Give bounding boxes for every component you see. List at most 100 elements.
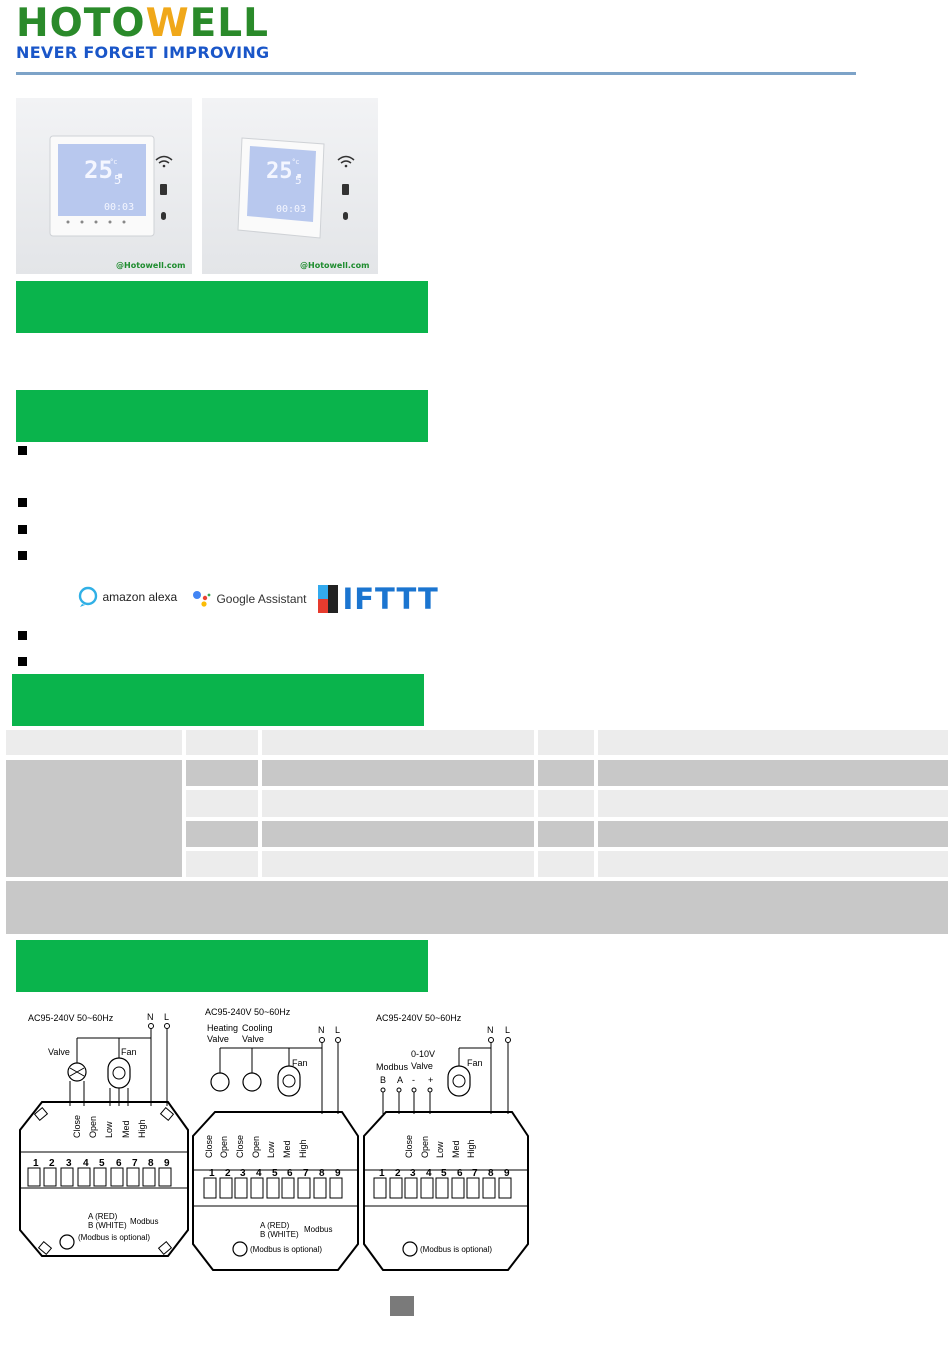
svg-text:Low: Low bbox=[435, 1141, 445, 1158]
page-number-box bbox=[390, 1296, 414, 1316]
svg-text:9: 9 bbox=[504, 1168, 510, 1179]
svg-text:Modbus: Modbus bbox=[130, 1217, 158, 1226]
table-group-cell bbox=[6, 760, 182, 877]
svg-text:B (WHITE): B (WHITE) bbox=[88, 1221, 127, 1230]
svg-text:1: 1 bbox=[33, 1158, 39, 1169]
svg-text:Low: Low bbox=[104, 1121, 114, 1138]
wiring-diagram-3: AC95-240V 50~60Hz N L Modbus 0-10V Valve… bbox=[363, 1013, 529, 1271]
svg-text:Close: Close bbox=[204, 1135, 214, 1158]
bullet-marker bbox=[18, 498, 27, 507]
svg-text:6: 6 bbox=[116, 1158, 122, 1169]
svg-text:3: 3 bbox=[66, 1158, 72, 1169]
svg-text:3: 3 bbox=[410, 1168, 416, 1179]
svg-text:Open: Open bbox=[420, 1136, 430, 1158]
svg-text:A (RED): A (RED) bbox=[260, 1221, 290, 1230]
section-bar-4 bbox=[16, 940, 428, 992]
svg-text:4: 4 bbox=[426, 1168, 432, 1179]
table-header-cell bbox=[538, 730, 594, 755]
table-cell bbox=[538, 851, 594, 877]
table-cell bbox=[186, 851, 258, 877]
svg-text:L: L bbox=[335, 1025, 340, 1035]
ifttt-logo: IFTTT bbox=[318, 582, 439, 616]
svg-text:Med: Med bbox=[451, 1140, 461, 1158]
svg-text:AC95-240V 50~60Hz: AC95-240V 50~60Hz bbox=[28, 1013, 114, 1023]
wiring-diagrams: AC95-240V 50~60Hz N L Valve Fan bbox=[19, 1007, 529, 1271]
svg-text:Med: Med bbox=[282, 1140, 292, 1158]
svg-text:Modbus: Modbus bbox=[376, 1062, 409, 1072]
svg-text:6: 6 bbox=[457, 1168, 463, 1179]
bullet-marker bbox=[18, 525, 27, 534]
photo2-time: 00:03 bbox=[276, 204, 306, 215]
svg-text:3: 3 bbox=[240, 1168, 246, 1179]
svg-text:Heating: Heating bbox=[207, 1023, 238, 1033]
brand-slogan: NEVER FORGET IMPROVING bbox=[16, 43, 270, 62]
table-cell bbox=[262, 790, 534, 817]
table-cell bbox=[538, 821, 594, 847]
svg-text:High: High bbox=[137, 1119, 147, 1138]
svg-text:1: 1 bbox=[379, 1168, 385, 1179]
alexa-ring-icon bbox=[78, 586, 98, 607]
table-cell bbox=[538, 790, 594, 817]
svg-text:L: L bbox=[164, 1012, 169, 1022]
svg-text:+: + bbox=[428, 1075, 433, 1085]
alexa-text: amazon alexa bbox=[102, 590, 178, 604]
svg-text:0-10V: 0-10V bbox=[411, 1049, 435, 1059]
svg-text:B: B bbox=[380, 1075, 386, 1085]
google-assistant-logo: Google Assistant bbox=[192, 589, 307, 609]
svg-text:9: 9 bbox=[164, 1158, 170, 1169]
svg-text:Valve: Valve bbox=[242, 1034, 264, 1044]
svg-text:A (RED): A (RED) bbox=[88, 1212, 118, 1221]
svg-text:Open: Open bbox=[88, 1116, 98, 1138]
svg-text:9: 9 bbox=[335, 1168, 341, 1179]
svg-text:High: High bbox=[466, 1139, 476, 1158]
product-photo-angled: 25. 5 °c 00:03 @Hotowell.com bbox=[202, 98, 378, 274]
svg-text:Fan: Fan bbox=[467, 1058, 483, 1068]
bullet-marker bbox=[18, 551, 27, 560]
photo1-unit: °c bbox=[110, 158, 118, 166]
svg-text:8: 8 bbox=[319, 1168, 325, 1179]
section-bar-2 bbox=[16, 390, 428, 442]
table-cell bbox=[186, 760, 258, 786]
svg-text:5: 5 bbox=[272, 1168, 278, 1179]
svg-text:Open: Open bbox=[251, 1136, 261, 1158]
google-dots-icon bbox=[193, 591, 211, 607]
svg-text:N: N bbox=[318, 1025, 325, 1035]
table-cell bbox=[598, 851, 948, 877]
svg-text:Close: Close bbox=[404, 1135, 414, 1158]
svg-text:B (WHITE): B (WHITE) bbox=[260, 1230, 299, 1239]
svg-text:7: 7 bbox=[132, 1158, 138, 1169]
table-cell bbox=[262, 851, 534, 877]
section-bar-3 bbox=[12, 674, 424, 726]
photo2-watermark: @Hotowell.com bbox=[300, 261, 369, 270]
photo2-temp: 25. bbox=[266, 159, 306, 184]
svg-text:Fan: Fan bbox=[292, 1058, 308, 1068]
svg-text:4: 4 bbox=[83, 1158, 89, 1169]
table-cell bbox=[598, 790, 948, 817]
table-cell bbox=[262, 821, 534, 847]
svg-text:Cooling: Cooling bbox=[242, 1023, 273, 1033]
svg-text:A: A bbox=[397, 1075, 403, 1085]
svg-text:4: 4 bbox=[256, 1168, 262, 1179]
photo2-unit: °c bbox=[292, 158, 300, 166]
svg-text:Valve: Valve bbox=[207, 1034, 229, 1044]
svg-text:(Modbus is optional): (Modbus is optional) bbox=[420, 1245, 492, 1254]
table-header-cell bbox=[262, 730, 534, 755]
brand-logo: HOTOWELL bbox=[16, 1, 269, 46]
svg-text:Open: Open bbox=[219, 1136, 229, 1158]
svg-text:Modbus: Modbus bbox=[304, 1225, 332, 1234]
ifttt-squares-icon bbox=[318, 585, 338, 613]
table-header-cell bbox=[186, 730, 258, 755]
svg-text:High: High bbox=[298, 1139, 308, 1158]
bullet-marker bbox=[18, 631, 27, 640]
google-assistant-text: Google Assistant bbox=[216, 592, 307, 606]
table-cell bbox=[186, 790, 258, 817]
bullet-marker bbox=[18, 446, 27, 455]
photo1-time: 00:03 bbox=[104, 202, 134, 213]
table-footer-row bbox=[6, 881, 948, 934]
section-bar-1 bbox=[16, 281, 428, 333]
svg-text:Med: Med bbox=[121, 1120, 131, 1138]
table-header-cell bbox=[598, 730, 948, 755]
svg-text:7: 7 bbox=[472, 1168, 478, 1179]
product-photo-front: 25. 5 °c 00:03 @Hotowell.com bbox=[16, 98, 192, 274]
svg-text:-: - bbox=[412, 1075, 415, 1085]
